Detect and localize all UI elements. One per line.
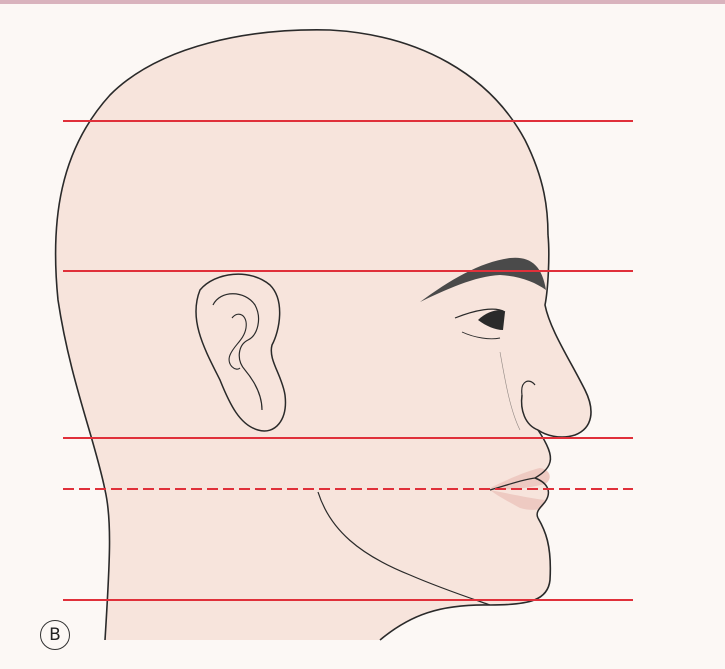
panel-label-badge: B xyxy=(40,620,70,650)
panel-label: B xyxy=(49,625,61,645)
